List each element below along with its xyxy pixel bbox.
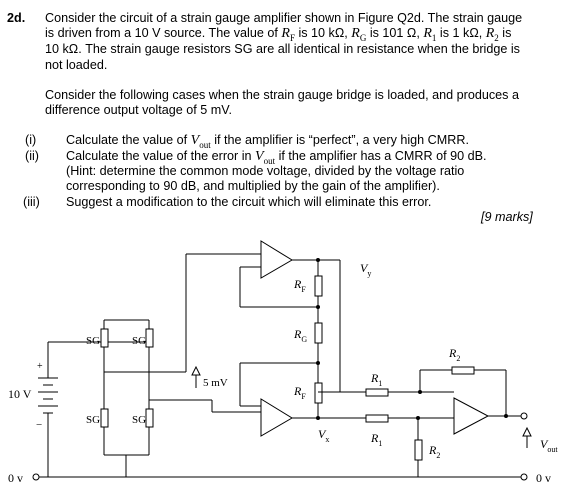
source-plus: + [37,361,43,372]
r1-top-label: R1 [370,371,382,388]
opamp-difference [453,397,490,435]
resistor-r1-top [365,388,389,397]
rf-top-label: RF [293,277,306,294]
part-label-iii: (iii) [23,195,40,209]
ground-terminal-right [520,473,528,481]
intro-line-1: Consider the circuit of a strain gauge a… [45,11,523,25]
resistor-r2-bottom [414,439,423,461]
resistor-r2-top [451,366,475,375]
marks: [9 marks] [481,210,533,224]
rf-bottom-label: RF [293,384,306,401]
sg-label-4: SG [132,414,146,426]
strain-gauge-1 [100,328,109,348]
resistor-rf-top [314,275,323,297]
diff-voltage-label: 5 mV [203,377,228,389]
part-i-line-1: Calculate the value of Vout if the ampli… [66,133,469,150]
output-terminal [520,412,528,420]
ground-label-left: 0 v [8,471,23,485]
sg-label-2: SG [132,335,146,347]
strain-gauge-3 [100,408,109,428]
cases-intro-2: difference output voltage of 5 mV. [45,103,232,117]
opamp-top [260,240,293,279]
battery-symbol [38,377,58,414]
r2-top-label: R2 [448,346,460,363]
vy-label: Vy [360,261,371,278]
strain-gauge-4 [145,408,154,428]
source-minus: − [36,419,42,431]
opamp-bottom [260,398,293,437]
resistor-r1-bottom [365,414,389,423]
ground-label-right: 0 v [536,471,551,485]
intro-line-2: is driven from a 10 V source. The value … [45,26,512,43]
r2-bottom-label: R2 [428,443,440,460]
vx-label: Vx [318,427,329,444]
strain-gauge-2 [145,328,154,348]
part-label-i: (i) [25,133,37,147]
resistor-rf-bottom [314,382,323,404]
cases-intro-1: Consider the following cases when the st… [45,88,519,102]
intro-line-4: not loaded. [45,58,108,72]
sg-label-3: SG [86,414,100,426]
part-label-ii: (ii) [25,149,39,163]
part-ii-line-3: corresponding to 90 dB, and multiplied b… [66,179,440,193]
sg-label-1: SG [86,335,100,347]
source-label: 10 V [8,387,32,401]
ground-terminal-left [32,473,40,481]
part-ii-line-1: Calculate the value of the error in Vout… [66,149,487,166]
part-ii-line-2: (Hint: determine the common mode voltage… [66,164,465,178]
part-iii-line-1: Suggest a modification to the circuit wh… [66,195,432,209]
question-number: 2d. [7,11,26,25]
intro-line-3: 10 kΩ. The strain gauge resistors SG are… [45,42,520,56]
rg-label: RG [293,327,307,344]
vout-label: Vout [540,437,558,454]
resistor-rg [314,322,323,344]
r1-bottom-label: R1 [370,431,382,448]
